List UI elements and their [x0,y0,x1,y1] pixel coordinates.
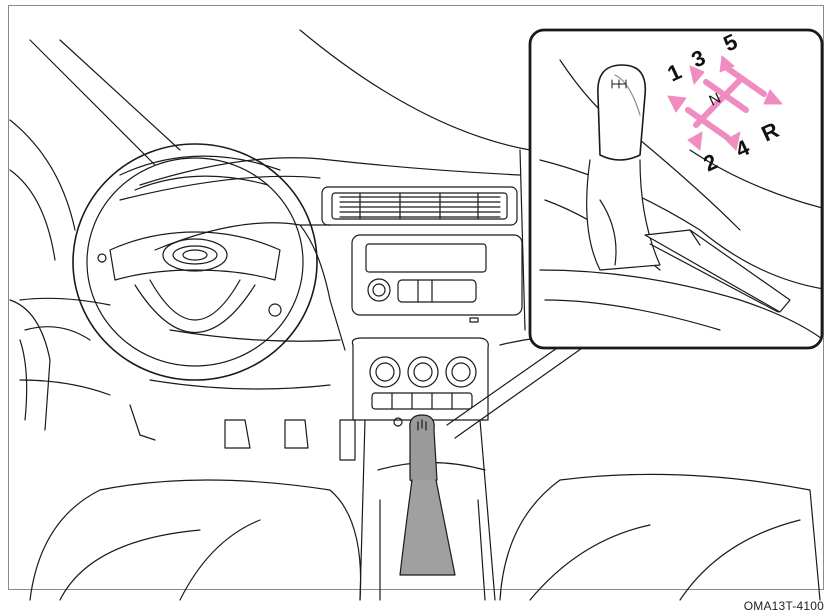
windshield-lines [10,30,530,330]
figure-code: OMA13T-4100 [744,599,824,613]
center-vent [322,187,517,225]
instrument-cluster [120,156,280,190]
climate-controls [352,338,488,420]
gear-lever-small [394,415,455,575]
steering-wheel [73,144,317,380]
pedals [130,405,355,460]
callout-lines [447,346,585,438]
radio-panel [352,235,522,322]
left-door [10,300,50,430]
